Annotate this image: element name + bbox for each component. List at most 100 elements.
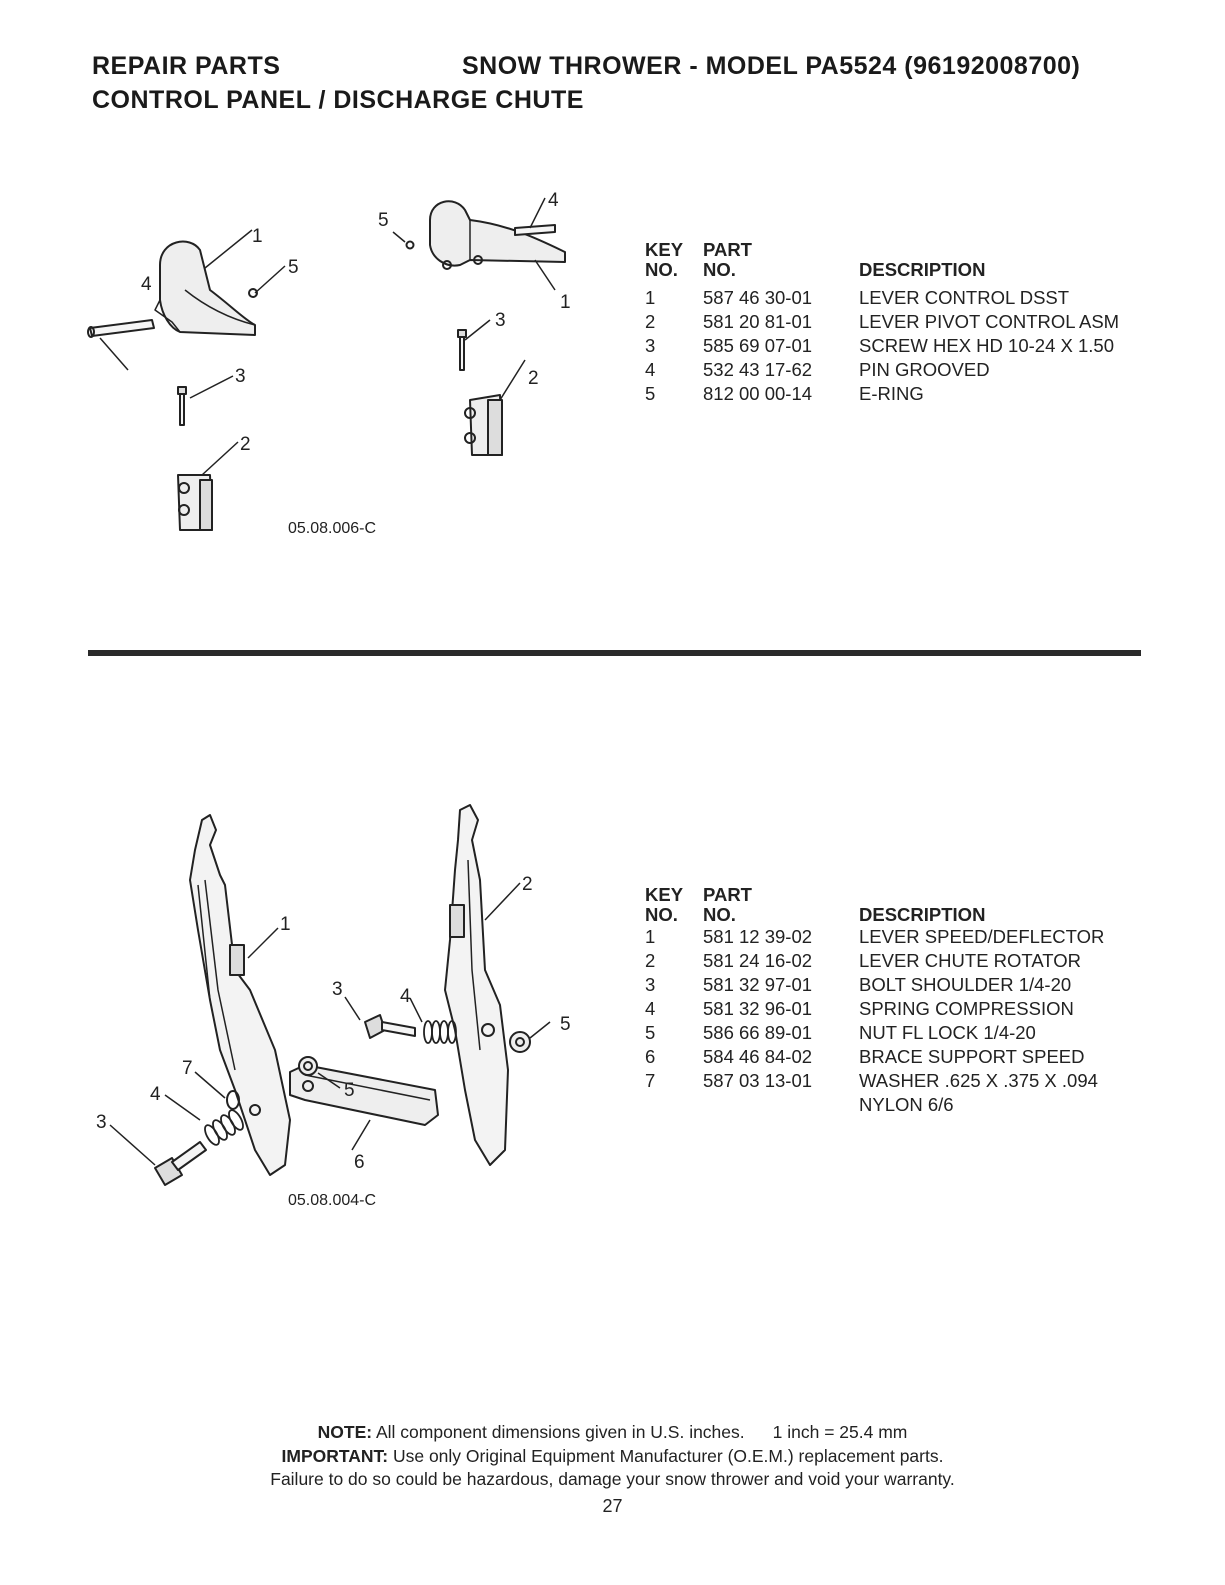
section-divider [88,650,1141,656]
callout-3: 3 [96,1112,107,1133]
right-e-ring-part [405,240,415,250]
speed-deflector-lever-tab [229,944,245,976]
speed-deflector-lever-hole [249,1104,261,1116]
callout-4: 4 [150,1084,161,1105]
important-label: IMPORTANT: [281,1446,389,1466]
callout-3: 3 [332,979,343,1000]
callout-3: 3 [495,310,506,331]
callout-7: 7 [182,1058,193,1079]
right-lever-part [429,200,566,267]
left-lever-grip [184,289,256,326]
nylon-washer-part [226,1090,240,1110]
leader-line [254,265,286,294]
leader-line [164,1094,201,1121]
leader-line [534,259,556,291]
note-text: All component dimensions given in U.S. i… [372,1422,745,1442]
callout-4: 4 [400,986,411,1007]
callout-4: 4 [548,190,559,211]
leader-line [204,229,253,269]
upper-shoulder-bolt-shank [381,1021,416,1037]
header-subtitle: CONTROL PANEL / DISCHARGE CHUTE [92,86,584,114]
callout-3: 3 [235,366,246,387]
left-screw-part [179,391,185,426]
callout-4: 4 [141,274,152,295]
right-screw-head [457,329,467,338]
right-pivot-bracket-plate [487,399,503,456]
note-conversion: 1 inch = 25.4 mm [772,1422,908,1442]
chute-rotator-lever-slot [467,859,481,1051]
speed-deflector-lever-edge [197,884,211,1001]
callout-2: 2 [240,434,251,455]
figure-code-bottom: 05.08.004-C [288,1192,377,1209]
speed-deflector-lever-slot [204,879,236,1071]
speed-deflector-lever-part [189,814,291,1176]
leader-line [529,1021,551,1039]
callout-2: 2 [522,874,533,895]
figure-code-top: 05.08.006-C [288,520,377,537]
leader-line [317,1072,341,1089]
warning-line: Failure to do so could be hazardous, dam… [270,1469,955,1489]
lower-spring-part [204,1109,244,1146]
left-pivot-bracket-plate [199,479,213,531]
chute-rotator-lever-tab [449,904,465,938]
leader-line [351,1119,371,1151]
left-pin-part [89,319,155,337]
lock-nut-right-part [509,1031,531,1053]
left-screw-head [177,386,187,395]
right-pivot-bracket-boss-a [464,407,476,419]
header-title-left: REPAIR PARTS [92,52,281,80]
left-pivot-bracket-boss-b [178,504,190,516]
leader-line [409,997,423,1023]
important-text: Use only Original Equipment Manufacturer… [388,1446,944,1466]
leader-line [247,927,279,959]
right-lever-hole-b [473,255,483,265]
left-pivot-bracket-boss-a [178,482,190,494]
callout-5: 5 [288,257,299,278]
leader-line [201,441,239,476]
left-e-ring-part [248,288,258,298]
page-number: 27 [602,1496,623,1516]
header-title-right: SNOW THROWER - MODEL PA5524 (96192008700… [462,52,1081,80]
right-pin-part [514,224,556,236]
leader-line [529,197,546,229]
chute-rotator-lever-hole [481,1023,495,1037]
upper-spring-part [423,1020,457,1044]
leader-line [344,996,361,1021]
callout-5: 5 [560,1014,571,1035]
description-header: DESCRIPTION [859,259,986,280]
leader-line [484,882,521,921]
brace-support-hole [302,1080,314,1092]
callout-5: 5 [344,1080,355,1101]
note-line: NOTE: All component dimensions given in … [0,1422,1225,1443]
discharge-chute-diagram-svg: 1 2 3 4 5 7 4 3 5 6 [96,804,571,1186]
callout-5: 5 [378,210,389,231]
leader-line [499,359,526,401]
note-label: NOTE: [317,1422,373,1442]
table-row: NYLON 6/6 [859,1094,954,1115]
right-pivot-bracket-boss-b [464,432,476,444]
left-lever-part [159,240,256,336]
left-pin-end [87,326,95,338]
leader-line [392,231,406,243]
control-panel-diagram-svg: 1 5 4 3 2 5 4 1 3 2 [87,190,571,531]
leader-line [464,319,491,341]
leader-line [189,375,234,399]
leader-line [109,1124,156,1166]
right-screw-part [459,334,465,371]
callout-6: 6 [354,1152,365,1173]
